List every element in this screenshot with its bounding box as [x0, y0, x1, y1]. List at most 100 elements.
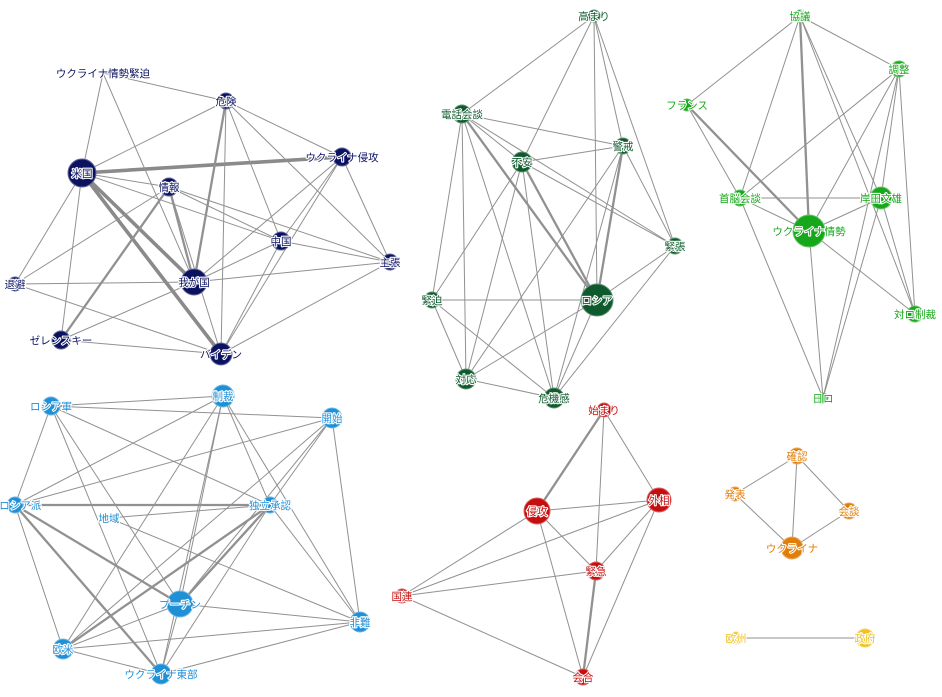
- edge-b6-b9: [61, 503, 272, 651]
- edge-n4-n5: [81, 172, 170, 188]
- node-b4[interactable]: [6, 496, 24, 514]
- edge-g2-g8: [461, 113, 467, 380]
- node-g6[interactable]: [423, 291, 441, 309]
- node-r4[interactable]: [586, 561, 606, 581]
- node-label-r6: 会合: [573, 671, 594, 684]
- node-g2[interactable]: [452, 104, 472, 124]
- node-e1[interactable]: [793, 9, 807, 23]
- edge-g5-g9: [553, 245, 676, 399]
- node-r3[interactable]: [646, 487, 672, 513]
- node-label-n11: バイデン: [200, 348, 242, 361]
- edge-r3-r5: [401, 499, 660, 597]
- edge-r4-r6: [581, 569, 598, 679]
- node-b3[interactable]: [321, 407, 343, 429]
- node-o2[interactable]: [727, 486, 743, 502]
- node-b9[interactable]: [52, 638, 74, 660]
- node-g8[interactable]: [455, 368, 477, 390]
- node-label-e3: フランス: [666, 100, 708, 112]
- edge-n10-n5: [59, 185, 171, 342]
- edge-r4-r5: [401, 570, 597, 597]
- edge-n4-n6: [81, 172, 282, 242]
- node-label-e8: 日ロ: [813, 393, 834, 405]
- node-e8[interactable]: [817, 392, 829, 404]
- node-n2[interactable]: [217, 92, 235, 110]
- edge-n4-n3: [80, 155, 344, 175]
- node-label-b3: 開始: [322, 412, 343, 425]
- node-n7[interactable]: [381, 253, 399, 271]
- node-o3[interactable]: [840, 502, 858, 520]
- node-b6[interactable]: [261, 496, 279, 514]
- edge-e2-e7: [898, 68, 916, 315]
- node-e2[interactable]: [890, 60, 908, 78]
- node-label-n4: 米国: [72, 167, 93, 180]
- node-label-y1: 欧州: [726, 633, 747, 645]
- node-n3[interactable]: [332, 147, 352, 167]
- node-b8[interactable]: [349, 611, 371, 633]
- node-label-b5: 地域: [99, 512, 120, 525]
- node-label-r4: 緊急: [586, 565, 607, 578]
- node-g4[interactable]: [511, 151, 533, 173]
- edge-n2-n9: [192, 99, 228, 284]
- node-n9[interactable]: [180, 268, 208, 296]
- node-e4[interactable]: [731, 189, 749, 207]
- edge-n1-n4: [81, 72, 104, 174]
- node-label-n8: 退避: [5, 278, 26, 291]
- node-r1[interactable]: [596, 402, 612, 418]
- node-r2[interactable]: [523, 497, 551, 525]
- node-g9[interactable]: [543, 387, 565, 409]
- node-o4[interactable]: [780, 536, 804, 560]
- node-b10[interactable]: [150, 663, 172, 685]
- edge-n11-n7: [220, 261, 391, 355]
- node-e7[interactable]: [906, 305, 924, 323]
- node-e6[interactable]: [792, 214, 826, 248]
- node-label-o1: 確認: [787, 450, 808, 463]
- node-r6[interactable]: [574, 668, 592, 686]
- edge-e2-e4: [739, 68, 900, 199]
- node-b2[interactable]: [211, 384, 235, 408]
- node-n10[interactable]: [51, 330, 71, 350]
- node-y1[interactable]: [729, 631, 743, 645]
- edge-b1-b6: [50, 405, 271, 506]
- edge-n4-n10: [60, 172, 83, 341]
- edge-r2-r5: [401, 510, 538, 597]
- node-n11[interactable]: [209, 342, 233, 366]
- edge-b10-b8: [160, 621, 361, 675]
- node-b7[interactable]: [166, 590, 194, 618]
- node-label-e2: 調整: [889, 63, 910, 76]
- edge-e6-e8: [808, 230, 824, 399]
- node-r5[interactable]: [394, 588, 410, 604]
- node-y2[interactable]: [855, 628, 875, 648]
- node-n4[interactable]: [67, 158, 97, 188]
- node-label-e4: 首脳会談: [719, 192, 761, 205]
- edge-g1-g5: [593, 15, 676, 247]
- node-e5[interactable]: [869, 186, 893, 210]
- node-label-g3: 警戒: [613, 140, 634, 153]
- edge-g2-g7: [460, 112, 599, 302]
- edge-r2-r4: [536, 510, 597, 572]
- edge-b3-b9: [62, 417, 333, 650]
- node-g7[interactable]: [580, 283, 614, 317]
- edge-e4-e8: [739, 197, 824, 399]
- node-n8[interactable]: [7, 276, 23, 292]
- edge-g4-g9: [521, 161, 555, 399]
- edge-b2-b4: [14, 395, 224, 506]
- edge-g8-g9: [465, 378, 555, 399]
- node-g3[interactable]: [614, 137, 632, 155]
- node-o1[interactable]: [788, 447, 806, 465]
- node-g1[interactable]: [587, 9, 601, 23]
- edge-r2-r3: [536, 499, 660, 512]
- node-g5[interactable]: [666, 237, 684, 255]
- node-label-b1: ロシア軍: [30, 401, 72, 413]
- node-label-e5: 岸田文雄: [860, 192, 902, 205]
- node-n6[interactable]: [271, 231, 291, 251]
- node-n5[interactable]: [159, 177, 179, 197]
- node-b1[interactable]: [41, 396, 61, 416]
- node-e3[interactable]: [680, 98, 694, 112]
- edge-n3-n7: [341, 156, 391, 263]
- edge-n4-n8: [14, 172, 83, 285]
- edge-n10-n11: [60, 339, 222, 355]
- edge-g6-g9: [431, 299, 555, 399]
- edge-n5-n7: [168, 186, 391, 263]
- edge-b7-b9: [62, 603, 181, 650]
